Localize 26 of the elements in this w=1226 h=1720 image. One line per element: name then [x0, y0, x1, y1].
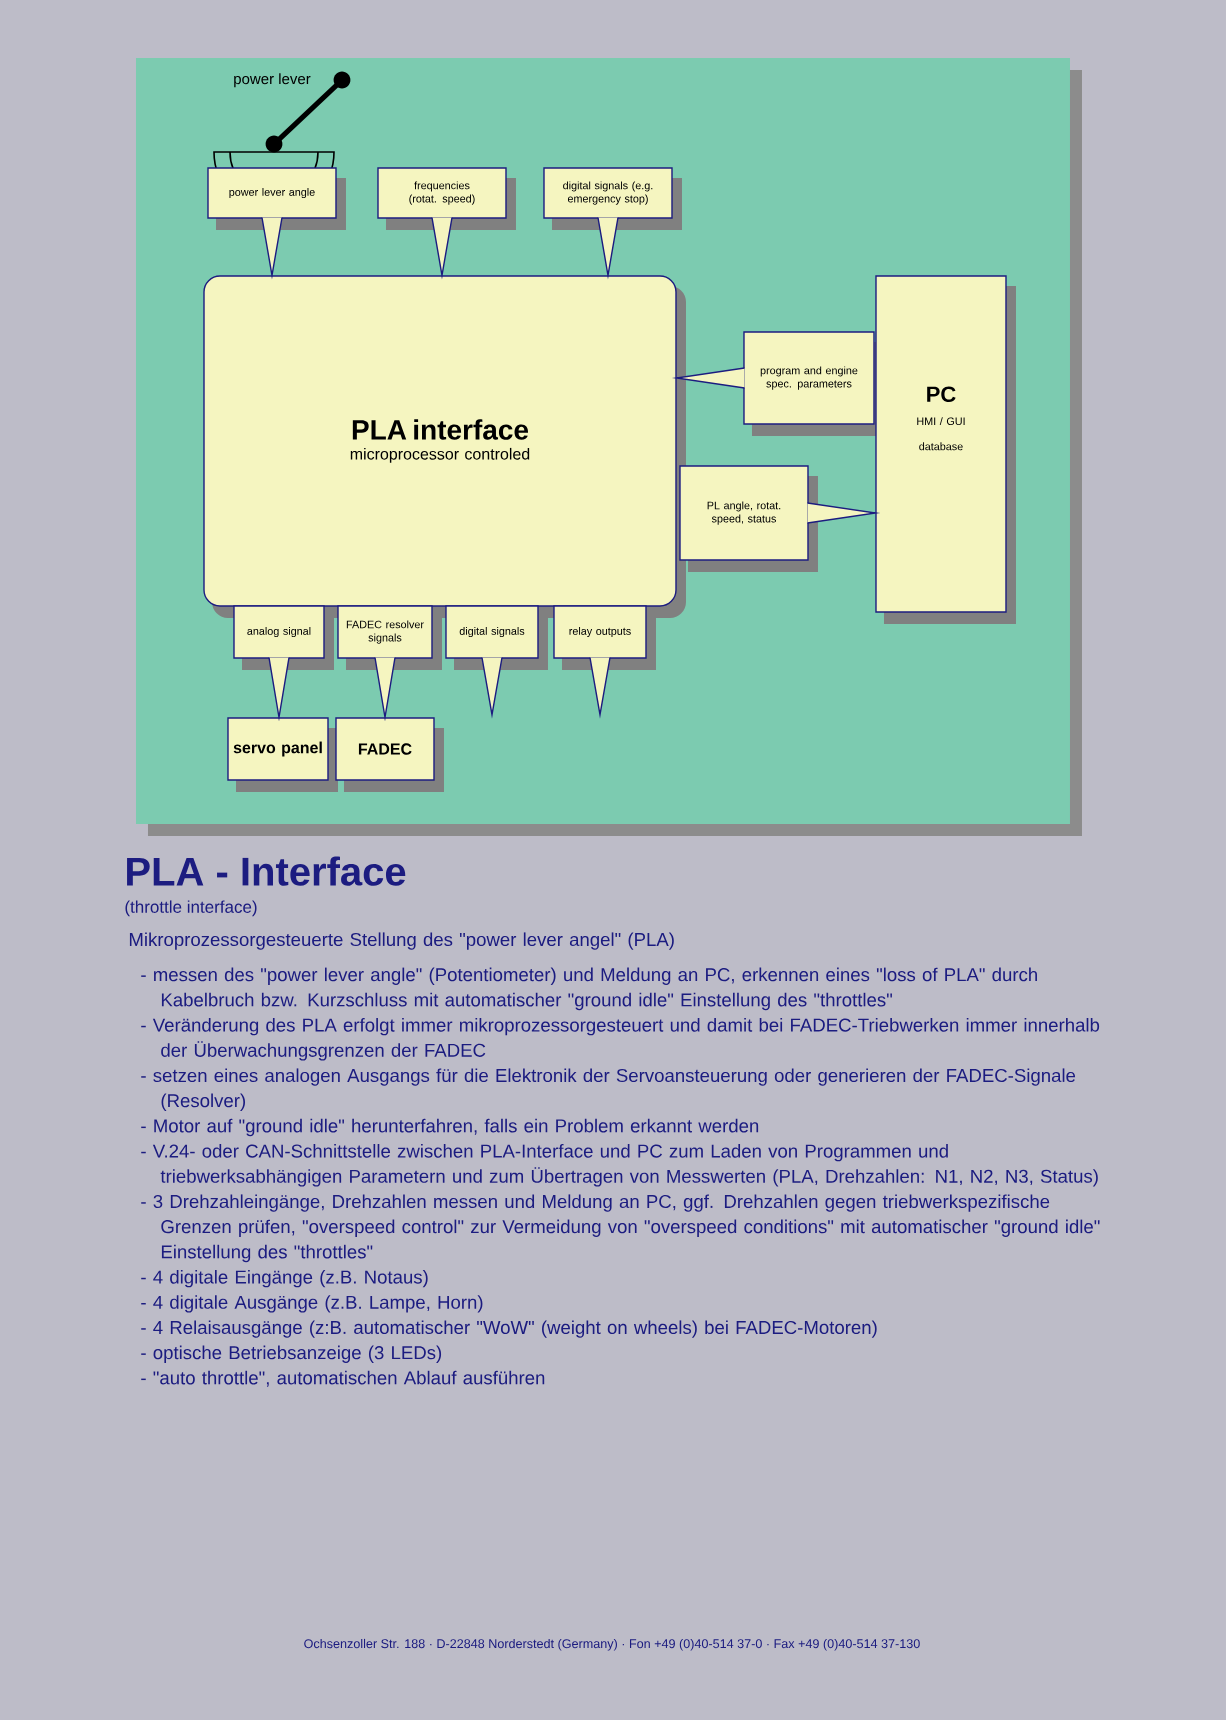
title: PLA - Interface [127, 856, 406, 886]
bullet-item: - Motor auf "ground idle" herunterfahren, falls ein Problem erkannt werden [141, 1118, 759, 1137]
bullet-item: - 4 Relaisausgänge (z:B. automatischer "WoW" (weight on wheels) bei FADEC-Motoren) [141, 1320, 877, 1338]
bullet-item: - V.24- oder CAN-Schnittstelle zwischen PLA-Interface und PC zum Laden von Programmen und triebwerksabhängigen Parametern und zum Übertragen von Messwerten (PLA, Drehzahlen: N1, N2, N3, Status) [141, 1144, 1098, 1187]
interface-box: PLA interface microprocessor controled [203, 275, 686, 618]
bullet-item: - optische Betriebsanzeige (3 LEDs) [141, 1345, 442, 1363]
bullet-item: - setzen eines analogen Ausgangs für die Elektronik der Servoansteuerung oder generieren der FADEC-Signale (Resolver) [141, 1068, 1076, 1111]
callout-pointer [481, 656, 503, 719]
bullet-item: - "auto throttle", automatischen Ablauf ausführen [141, 1370, 545, 1387]
callout-pointer [261, 216, 283, 280]
callout-pointer [374, 656, 396, 722]
bullet-item: - 4 digitale Ausgänge (z.B. Lampe, Horn) [141, 1295, 483, 1313]
intro-text: Mikroprozessorgesteuerte Stellung des "power lever angel" (PLA) [129, 932, 674, 950]
callout-pointer [431, 216, 453, 280]
callout-pointer [597, 216, 619, 280]
device-box: servo panel [227, 717, 338, 792]
callout-pointer [671, 367, 746, 389]
bullet-item: - 3 Drehzahleingänge, Drehzahlen messen und Meldung an PC, ggf. Drehzahlen gegen triebwerkspezifische Grenzen prüfen, "overspeed control" zur Vermeidung von "overspeed conditions" mit automatischer "ground idle" Einstellung des "throttles" [141, 1194, 1100, 1263]
callout-pointer [806, 502, 881, 524]
bullet-item: - Veränderung des PLA erfolgt immer mikroprozessorgesteuert und damit bei FADEC-Triebwerken immer innerhalb der Überwachungsgrenzen der FADEC [141, 1018, 1100, 1061]
device-box: FADEC [335, 717, 444, 792]
bullet-item: - messen des "power lever angle" (Potentiometer) und Meldung an PC, erkennen eines "loss of PLA" durch Kabelbruch bzw. Kurzschluss mit automatischer "ground idle" Einstellung des "throttles" [141, 967, 1037, 1011]
callout-pointer [589, 656, 611, 719]
subtitle: (throttle interface) [125, 900, 257, 917]
bullet-item: - 4 digitale Eingänge (z.B. Notaus) [141, 1270, 428, 1288]
callout-pointer [268, 656, 290, 722]
